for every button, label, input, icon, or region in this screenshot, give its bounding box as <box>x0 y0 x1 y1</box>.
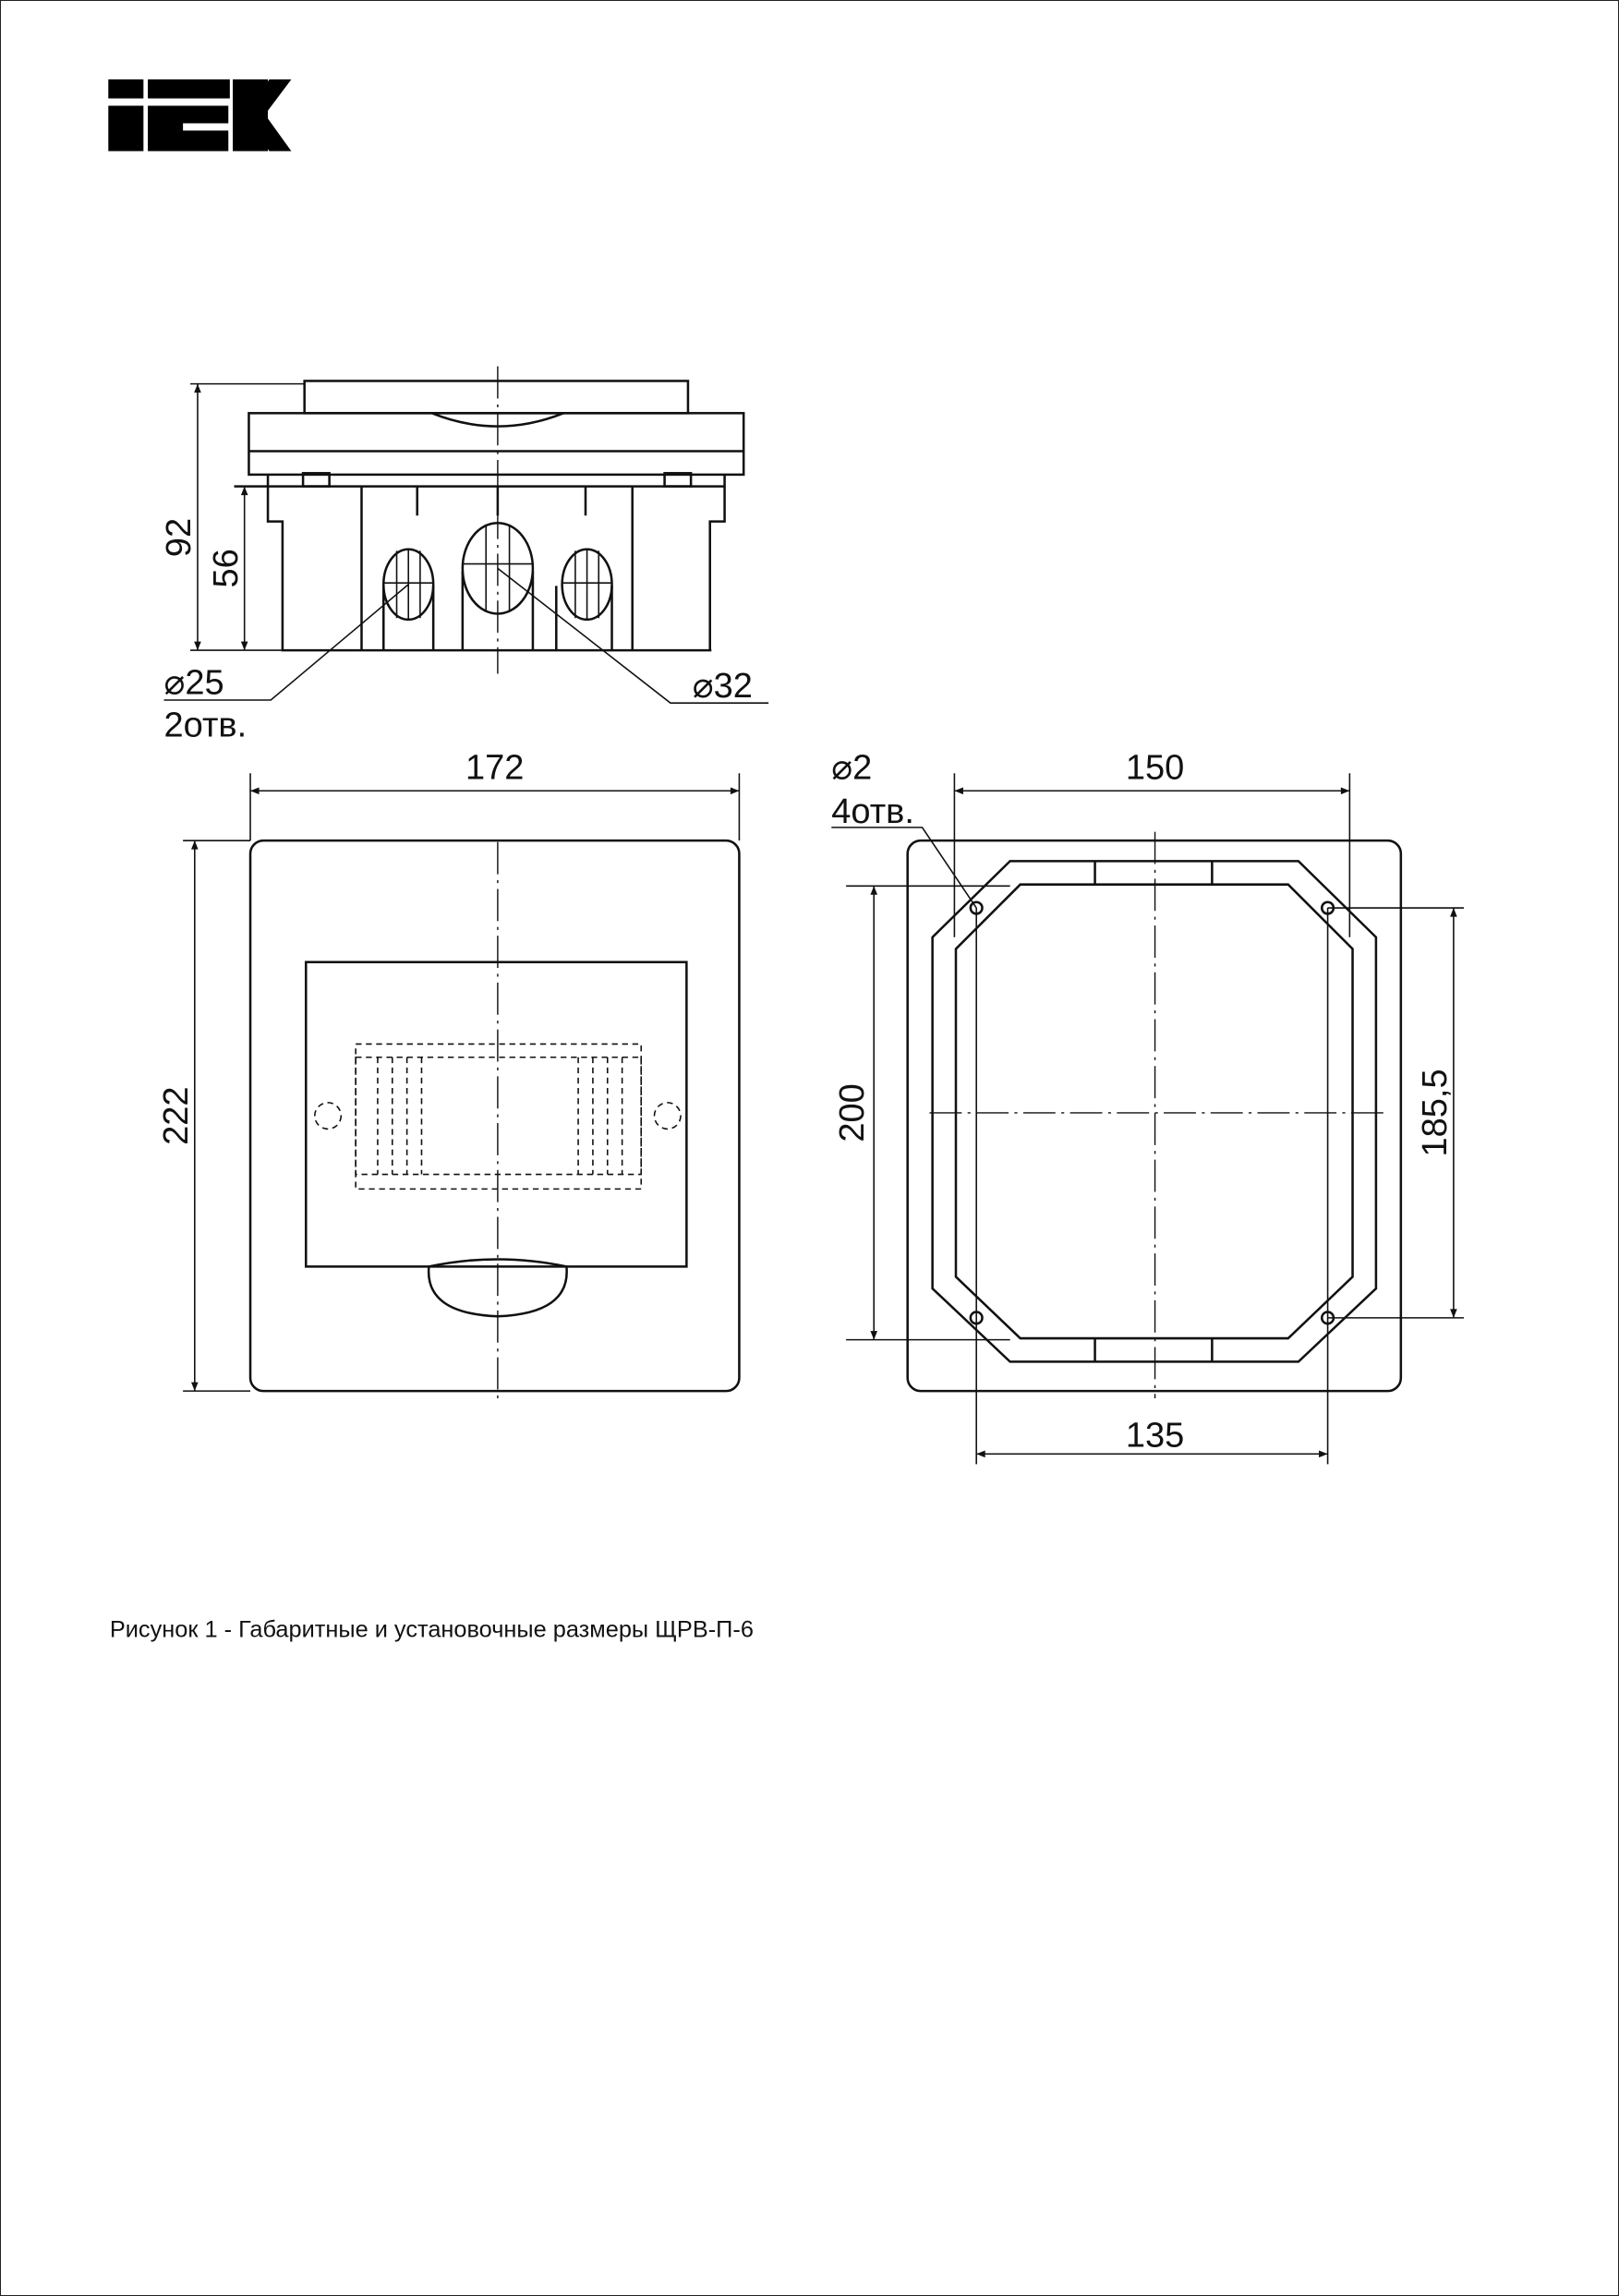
dim-width-top: 150 <box>1126 749 1184 788</box>
hole-32 <box>461 521 535 615</box>
dim-width-bottom: 135 <box>1126 1416 1184 1455</box>
dim-height-left: 200 <box>833 1083 872 1142</box>
mount-hole-count: 4отв. <box>831 792 914 831</box>
hole-large-label: ⌀32 <box>693 667 753 706</box>
dim-height-total: 92 <box>160 518 199 557</box>
figure-caption: Рисунок 1 - Габаритные и установочные ра… <box>110 1616 754 1642</box>
mount-view: 150 135 200 185,5 ⌀2 4отв. <box>831 749 1464 1465</box>
iek-logo <box>108 79 292 151</box>
hole-small-label: ⌀25 <box>164 664 224 703</box>
door-handle <box>427 1258 568 1318</box>
hole-small-count: 2отв. <box>164 707 248 745</box>
side-view: 92 56 ⌀25 2отв. ⌀32 <box>160 366 769 745</box>
dim-height-right: 185,5 <box>1416 1069 1455 1156</box>
mount-hole-diameter: ⌀2 <box>831 749 872 788</box>
dim-width: 172 <box>465 749 524 788</box>
dim-height-body: 56 <box>207 549 246 587</box>
dim-height: 222 <box>157 1086 196 1144</box>
front-view: 172 222 <box>157 749 741 1399</box>
